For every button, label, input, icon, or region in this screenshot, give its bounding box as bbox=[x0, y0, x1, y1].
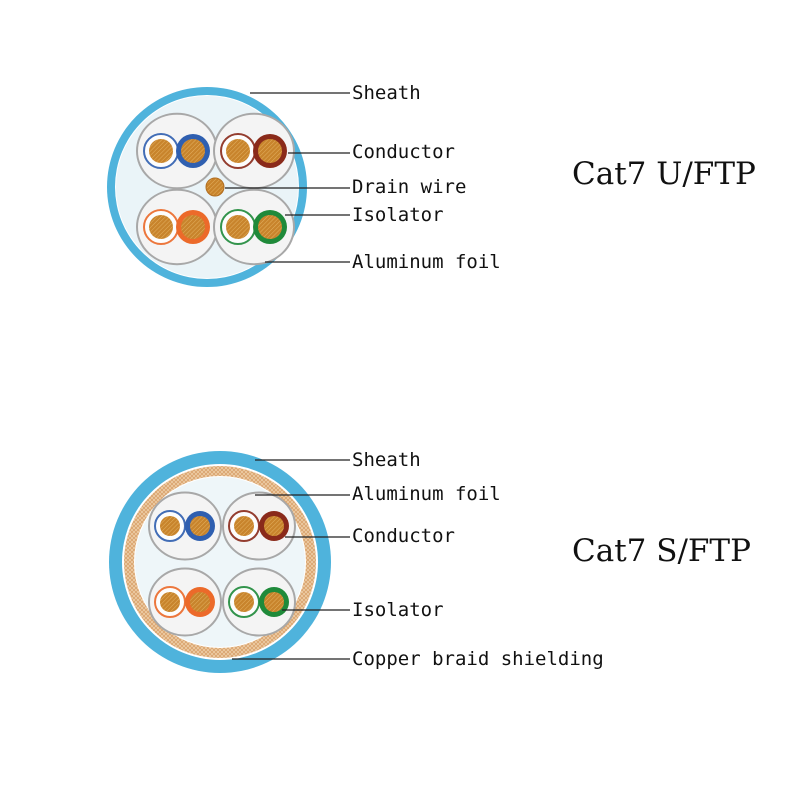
leader-lines bbox=[225, 92, 350, 263]
label-drain-wire: Drain wire bbox=[352, 176, 467, 198]
pair-green bbox=[213, 188, 295, 266]
conductor bbox=[160, 592, 180, 612]
cat7-sftp-diagram: Sheath Aluminum foil Conductor Isolator … bbox=[0, 400, 800, 800]
conductor bbox=[226, 139, 250, 163]
conductor bbox=[160, 516, 180, 536]
conductor bbox=[258, 139, 282, 163]
cat7-uftp-diagram: Sheath Conductor Drain wire Isolator Alu… bbox=[107, 82, 756, 287]
conductor bbox=[264, 516, 284, 536]
label-isolator: Isolator bbox=[352, 204, 444, 226]
pair-blue bbox=[136, 112, 218, 190]
leader-lines bbox=[232, 459, 350, 660]
conductor bbox=[181, 215, 205, 239]
pair-brown bbox=[213, 112, 295, 190]
conductor bbox=[181, 139, 205, 163]
pair-green bbox=[222, 567, 296, 637]
pair-blue bbox=[148, 491, 222, 561]
title-cat7-uftp: Cat7 U/FTP bbox=[572, 156, 756, 192]
pair-orange bbox=[136, 188, 218, 266]
sftp-cable-cross-section bbox=[109, 451, 350, 673]
conductor bbox=[149, 215, 173, 239]
conductor bbox=[264, 592, 284, 612]
conductor bbox=[190, 592, 210, 612]
conductor bbox=[190, 516, 210, 536]
label-aluminum-foil: Aluminum foil bbox=[352, 251, 501, 273]
label-sheath: Sheath bbox=[352, 449, 421, 471]
pair-orange bbox=[148, 567, 222, 637]
conductor bbox=[234, 592, 254, 612]
conductor bbox=[226, 215, 250, 239]
uftp-cable-cross-section bbox=[107, 87, 350, 287]
label-copper-braid-shielding: Copper braid shielding bbox=[352, 648, 604, 670]
conductor bbox=[234, 516, 254, 536]
label-aluminum-foil: Aluminum foil bbox=[352, 483, 501, 505]
label-conductor: Conductor bbox=[352, 525, 455, 547]
conductor bbox=[258, 215, 282, 239]
pair-brown bbox=[222, 491, 296, 561]
label-sheath: Sheath bbox=[352, 82, 421, 104]
label-conductor: Conductor bbox=[352, 141, 455, 163]
drain-wire bbox=[205, 177, 225, 197]
conductor bbox=[149, 139, 173, 163]
title-cat7-sftp: Cat7 S/FTP bbox=[572, 533, 751, 569]
label-isolator: Isolator bbox=[352, 599, 444, 621]
